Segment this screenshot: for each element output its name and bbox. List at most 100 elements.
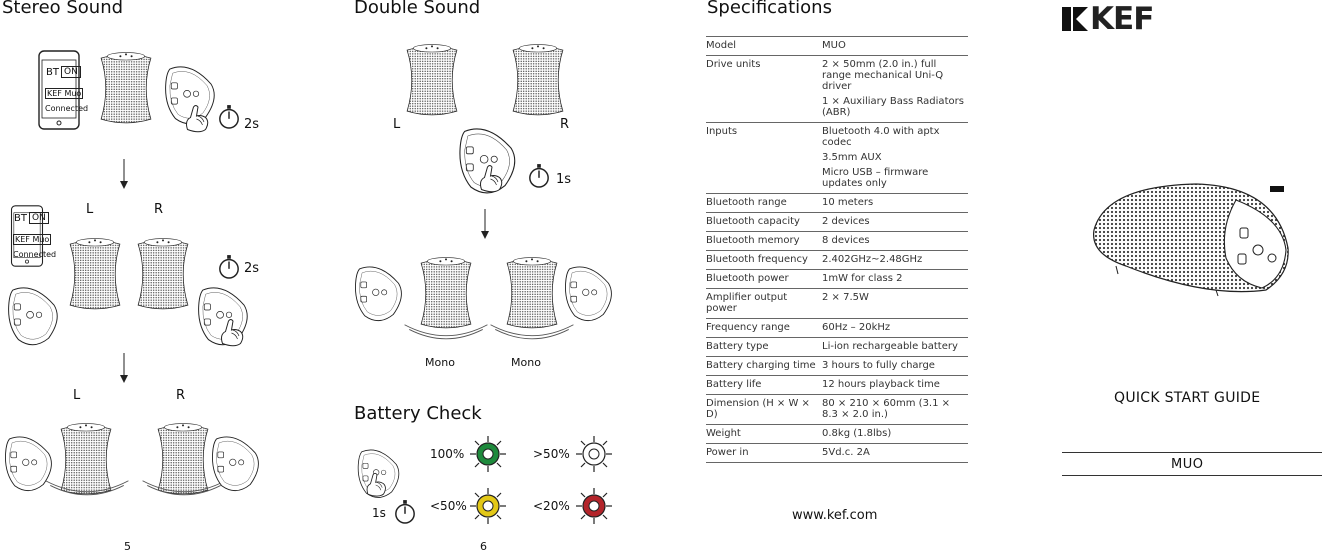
sound-waves (403, 322, 489, 340)
kef-logo: KEF (1062, 4, 1154, 35)
phone1-bt-label: BT (46, 67, 59, 78)
spec-value: 1mW for class 2 (822, 273, 903, 284)
spec-value: Bluetooth 4.0 with aptx codec (822, 126, 940, 148)
website-link[interactable]: www.kef.com (792, 508, 878, 523)
led-indicator-icon (574, 486, 614, 526)
divider (1062, 475, 1322, 476)
stopwatch-icon (218, 104, 240, 130)
step2-right-label: R (154, 202, 164, 217)
arrow-down-icon (119, 352, 129, 384)
spec-value: 3.5mm AUX (822, 152, 882, 163)
control-panel-icon (353, 262, 405, 324)
spec-key: Battery life (706, 375, 822, 395)
control-panel-icon (563, 262, 615, 324)
spec-key: Inputs (706, 122, 822, 194)
page-number-left: 5 (124, 540, 131, 553)
phone1-status: Connected (45, 104, 89, 113)
timer1-label: 2s (244, 117, 260, 132)
page-number-middle: 6 (480, 540, 487, 553)
battery-level-label: <50% (430, 499, 467, 513)
spec-value: 2 devices (822, 216, 870, 227)
spec-value: 8 devices (822, 235, 870, 246)
spec-value-cell: 3 hours to fully charge (822, 356, 968, 376)
speaker-tower-icon (67, 218, 123, 330)
spec-value: 1 × Auxiliary Bass Radiators (ABR) (822, 96, 964, 118)
sound-waves (489, 322, 575, 340)
led-indicator-icon (574, 434, 614, 474)
speaker-tower-icon (135, 218, 191, 330)
quick-start-guide-title: QUICK START GUIDE (1114, 390, 1261, 406)
spec-value: Micro USB – firmware updates only (822, 167, 929, 189)
spec-value-cell: 10 meters (822, 193, 968, 213)
spec-value: 5Vd.c. 2A (822, 447, 870, 458)
arrow-down-icon (119, 158, 129, 190)
spec-value: 80 × 210 × 60mm (3.1 × 8.3 × 2.0 in.) (822, 398, 951, 420)
double-timer-label: 1s (556, 172, 572, 187)
stopwatch-icon (394, 499, 416, 525)
speaker-tower-icon (510, 28, 566, 132)
spec-value: Li-ion rechargeable battery (822, 341, 958, 352)
phone1-on-badge: ON (61, 66, 81, 78)
speaker-tower-icon (98, 38, 154, 138)
spec-value: 3 hours to fully charge (822, 360, 935, 371)
spec-value-cell: MUO (822, 36, 968, 56)
battery-level-label: <20% (533, 499, 570, 513)
spec-value-cell: Bluetooth 4.0 with aptx codec 3.5mm AUX Mi… (822, 122, 968, 194)
spec-value: 0.8kg (1.8lbs) (822, 428, 892, 439)
battery-timer-label: 1s (372, 506, 386, 520)
spec-value-cell: 5Vd.c. 2A (822, 443, 968, 463)
spec-row: Dimension (H × W × D)80 × 210 × 60mm (3.… (706, 394, 968, 425)
mono-label-1: Mono (425, 356, 455, 369)
speaker-tower-icon (404, 28, 460, 132)
spec-key: Model (706, 36, 822, 56)
spec-value: 2 × 50mm (2.0 in.) full range mechanical… (822, 59, 944, 92)
spec-key: Bluetooth frequency (706, 250, 822, 270)
spec-value-cell: Li-ion rechargeable battery (822, 337, 968, 357)
spec-key: Battery type (706, 337, 822, 357)
spec-key: Bluetooth power (706, 269, 822, 289)
spec-key: Frequency range (706, 318, 822, 338)
pressing-hand-icon (183, 104, 213, 134)
specifications-title: Specifications (707, 0, 832, 18)
spec-value: 2.402GHz~2.48GHz (822, 254, 923, 265)
spec-value: 10 meters (822, 197, 874, 208)
spec-value-cell: 0.8kg (1.8lbs) (822, 424, 968, 444)
pressing-hand-icon (218, 316, 248, 350)
battery-level-label: 100% (430, 447, 465, 461)
double-left-label: L (393, 117, 401, 132)
double-right-label: R (560, 117, 570, 132)
spec-value-cell: 1mW for class 2 (822, 269, 968, 289)
control-panel-icon (210, 432, 262, 494)
speaker-product-image (1093, 183, 1289, 297)
speaker-tower-icon (155, 405, 211, 513)
step3-right-label: R (176, 388, 186, 403)
spec-key: Drive units (706, 55, 822, 123)
double-sound-title: Double Sound (354, 0, 481, 18)
spec-key: Bluetooth capacity (706, 212, 822, 232)
phone2-status: Connected (13, 250, 57, 259)
spec-key: Bluetooth memory (706, 231, 822, 251)
model-name: MUO (1171, 457, 1204, 472)
step3-left-label: L (73, 388, 81, 403)
divider (1062, 452, 1322, 453)
spec-value-cell: 2 × 50mm (2.0 in.) full range mechanical… (822, 55, 968, 123)
spec-value-cell: 2 × 7.5W (822, 288, 968, 319)
stopwatch-icon (218, 254, 240, 280)
spec-value-cell: 80 × 210 × 60mm (3.1 × 8.3 × 2.0 in.) (822, 394, 968, 425)
step2-left-label: L (86, 202, 94, 217)
